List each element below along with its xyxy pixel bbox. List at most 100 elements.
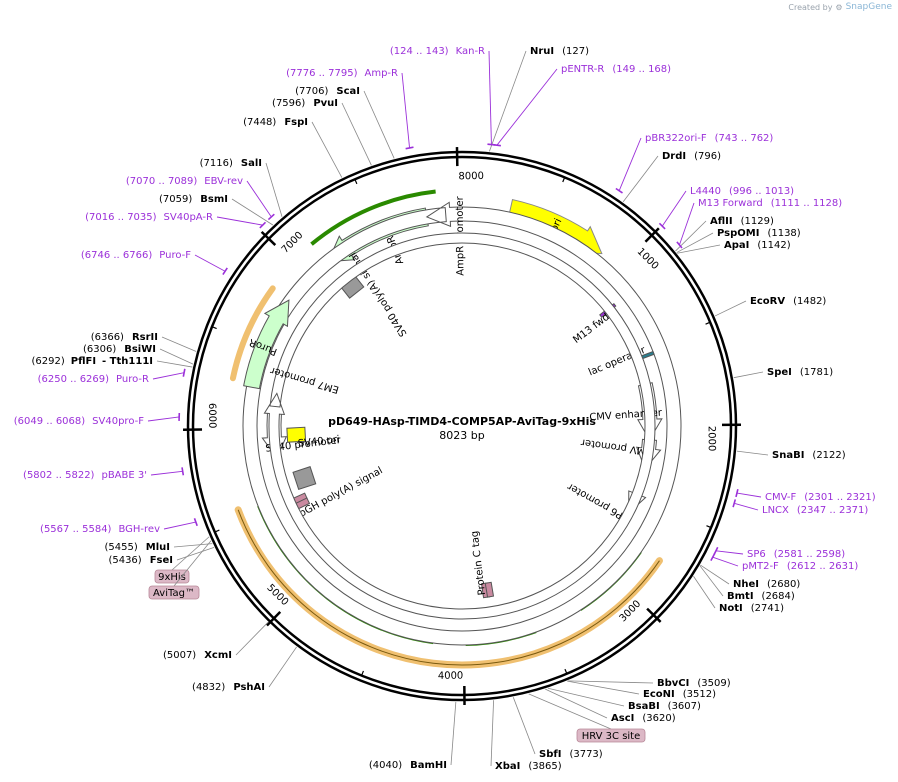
enzyme-site-bsiwi: (6306)BsiWI	[83, 344, 156, 355]
enzyme-site-pshai-position: (4832)	[192, 682, 225, 693]
enzyme-site-bsmi-position: (7059)	[159, 194, 192, 205]
enzyme-site-ecorv-leader	[714, 300, 747, 317]
enzyme-site-spei-leader	[733, 371, 764, 379]
enzyme-site-nrui: NruI(127)	[530, 46, 589, 57]
primer-pbabe-3: (5802 .. 5822)pBABE 3'	[23, 470, 147, 481]
primer-ebv-rev: (7070 .. 7089)EBV-rev	[126, 176, 243, 187]
primer-pentr-r: pENTR-R(149 .. 168)	[561, 64, 671, 75]
enzyme-site-pvui: (7596)PvuI	[272, 98, 338, 109]
primer-kan-r: (124 .. 143)Kan-R	[390, 46, 485, 57]
primer-sp6-range: (2581 .. 2598)	[774, 549, 846, 560]
enzyme-site-bsmi-name: BsmI	[200, 194, 228, 205]
enzyme-site-rsrii: (6366)RsrII	[91, 332, 158, 343]
primer-pmt2-f-leader	[712, 556, 739, 567]
ruler-tick	[260, 230, 277, 246]
enzyme-site-drdi-leader	[622, 155, 659, 203]
enzyme-site-bbvci-name: BbvCI	[657, 678, 689, 689]
enzyme-site-sali-leader	[265, 162, 283, 217]
enzyme-site-spei: SpeI(1781)	[767, 367, 833, 378]
plasmid-name: pD649-HAsp-TIMD4-COMP5AP-AviTag-9xHis	[328, 415, 596, 428]
primer-cmv-f-range: (2301 .. 2321)	[804, 492, 876, 503]
primer-m13-forward-range: (1111 .. 1128)	[771, 198, 843, 209]
enzyme-site-rsrii-leader	[161, 336, 197, 352]
ruler-minor-tick	[354, 179, 358, 185]
tag-avitag-leader	[173, 540, 212, 587]
enzyme-site-sbfi-position: (3773)	[569, 749, 602, 760]
tag-avitag-label: AviTag™	[153, 588, 195, 599]
primer-puro-r: (6250 .. 6269)Puro-R	[38, 374, 149, 385]
primer-puro-f-range: (6746 .. 6766)	[81, 250, 153, 261]
primer-pbr322ori-f-marker	[615, 187, 623, 194]
feature-sv40-ori	[286, 426, 307, 443]
tag-9xhis-box	[154, 569, 190, 584]
enzyme-site-mlui-position: (5455)	[105, 542, 138, 553]
primer-sp6-name: SP6	[747, 549, 766, 560]
enzyme-site-pspomi: PspOMI(1138)	[717, 228, 801, 239]
primer-sv40pa-r: (7016 .. 7035)SV40pA-R	[85, 212, 213, 223]
enzyme-site-xcmi-position: (5007)	[163, 650, 196, 661]
enzyme-site-fsei-name: FseI	[150, 555, 173, 566]
enzyme-site-rsrii-position: (6366)	[91, 332, 124, 343]
enzyme-site-sali-position: (7116)	[200, 158, 233, 169]
enzyme-site-aflii-name: AflII	[710, 216, 733, 227]
primer-sv40pro-f: (6049 .. 6068)SV40pro-F	[14, 416, 144, 427]
enzyme-site-apai-leader	[677, 244, 721, 254]
enzyme-site-asci-leader	[545, 688, 608, 719]
enzyme-site-sbfi-leader	[512, 697, 536, 755]
primer-cmv-f-name: CMV-F	[765, 492, 796, 503]
enzyme-site-bsabi-position: (3607)	[668, 701, 701, 712]
primer-ebv-rev-name: EBV-rev	[204, 176, 243, 187]
tag-9xhis-leader	[171, 536, 210, 571]
primer-puro-r-leader	[152, 372, 185, 380]
enzyme-site-bmti: BmtI(2684)	[727, 591, 795, 602]
site-label-layer: NruI(127)DrdI(796)AflII(1129)PspOMI(1138…	[14, 46, 876, 772]
primer-sv40pro-f-leader	[147, 416, 180, 422]
enzyme-site-fspi: (7448)FspI	[243, 117, 308, 128]
enzyme-site-bsiwi-leader	[159, 348, 194, 365]
enzyme-site-snabi: SnaBI(2122)	[772, 450, 846, 461]
enzyme-site-bsabi-name: BsaBI	[628, 701, 660, 712]
enzyme-site-xcmi-name: XcmI	[204, 650, 232, 661]
enzyme-site-apai: ApaI(1142)	[724, 240, 791, 251]
enzyme-site-drdi: DrdI(796)	[662, 151, 721, 162]
feature-protein-c-tag-b	[484, 581, 495, 598]
feature-bgh-polya	[292, 466, 317, 491]
primer-lncx-marker	[732, 499, 737, 508]
enzyme-site-bsabi-leader	[547, 687, 625, 707]
primer-m13-forward: M13 Forward(1111 .. 1128)	[698, 198, 842, 209]
enzyme-site-snabi-name: SnaBI	[772, 450, 804, 461]
enzyme-site-bamhi-leader	[450, 701, 457, 766]
enzyme-site-ecorv: EcoRV(1482)	[750, 296, 826, 307]
enzyme-site-nhei-leader	[700, 564, 730, 585]
center-label: pD649-HAsp-TIMD4-COMP5AP-AviTag-9xHis 80…	[328, 415, 596, 442]
enzyme-site-scai-name: ScaI	[336, 86, 360, 97]
ruler-tick	[646, 607, 662, 623]
ruler-minor-tick	[562, 177, 566, 183]
enzyme-site-noti-position: (2741)	[751, 603, 784, 614]
snapgene-credit: Created by ⚙ SnapGene	[788, 2, 892, 12]
primer-puro-r-name: Puro-R	[116, 374, 149, 385]
ampr-orf-line	[310, 189, 436, 246]
enzyme-site-bsmi: (7059) BsmI	[159, 194, 228, 205]
orf-region-core	[237, 509, 660, 666]
enzyme-site-drdi-position: (796)	[694, 151, 721, 162]
enzyme-site-xcmi-leader	[235, 622, 269, 656]
tag-9xhis-label: 9xHis	[158, 572, 186, 583]
primer-pentr-r-range: (149 .. 168)	[612, 64, 671, 75]
enzyme-site-sbfi-name: SbfI	[539, 749, 561, 760]
primer-amp-r: (7776 .. 7795)Amp-R	[286, 68, 398, 79]
primer-bgh-rev-marker	[193, 518, 198, 527]
enzyme-site-asci-name: AscI	[611, 713, 634, 724]
enzyme-site-xbai-leader	[490, 700, 494, 767]
primer-ebv-rev-leader	[246, 180, 272, 218]
primer-sp6-leader	[715, 550, 744, 555]
enzyme-site-pvui-position: (7596)	[272, 98, 305, 109]
primer-amp-r-name: Amp-R	[365, 68, 399, 79]
enzyme-site-mlui-leader	[173, 543, 213, 548]
enzyme-site-pspomi-leader	[676, 232, 714, 253]
enzyme-site-econi-position: (3512)	[683, 689, 716, 700]
enzyme-site-snabi-leader	[736, 450, 769, 456]
puro-orf-outline	[229, 285, 276, 382]
ruler-minor-tick	[214, 529, 220, 533]
enzyme-site-pflfi-leader	[156, 360, 193, 368]
